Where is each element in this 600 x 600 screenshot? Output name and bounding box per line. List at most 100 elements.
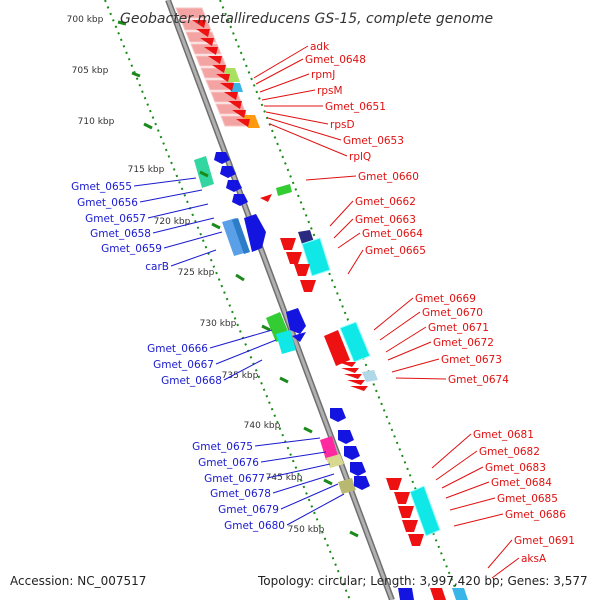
plus-gene-label[interactable]: aksA <box>521 553 547 565</box>
plus-leader-line <box>261 89 316 101</box>
kbp-tick-label: 715 kbp <box>128 165 165 175</box>
gene-feature-plus <box>324 330 350 366</box>
gene-feature-minus <box>244 214 266 252</box>
minus-leader-line <box>147 203 209 219</box>
minus-leader-line <box>163 231 223 249</box>
minus-leader-line <box>152 217 215 234</box>
plus-gene-label[interactable]: Gmet_0653 <box>343 135 404 147</box>
plus-gene-label[interactable]: Gmet_0669 <box>415 293 476 305</box>
minus-gene-label[interactable]: Gmet_0680 <box>224 520 285 532</box>
plus-gene-label[interactable]: Gmet_0670 <box>422 307 483 319</box>
plus-leader-line <box>491 557 520 579</box>
plus-gene-label[interactable]: rpsD <box>330 119 355 131</box>
minus-gene-label[interactable]: Gmet_0666 <box>147 343 208 355</box>
plus-gene-label[interactable]: Gmet_0683 <box>485 462 546 474</box>
gene-feature-plus <box>200 38 214 46</box>
gene-feature-plus <box>232 110 246 118</box>
plus-leader-line <box>431 433 472 469</box>
gene-feature-minus <box>232 194 248 206</box>
kbp-tick-mark <box>323 478 333 486</box>
minus-gene-label[interactable]: Gmet_0677 <box>204 473 265 485</box>
kbp-tick-label: 725 kbp <box>178 268 215 278</box>
minus-gene-label[interactable]: carB <box>145 261 169 273</box>
gene-feature-plus <box>220 83 234 91</box>
gene-feature-minus <box>350 462 366 476</box>
genome-title: Geobacter metallireducens GS-15, complet… <box>120 11 493 27</box>
backbone <box>166 0 394 600</box>
plus-gene-label[interactable]: Gmet_0671 <box>428 322 489 334</box>
plus-gene-label[interactable]: Gmet_0660 <box>358 171 419 183</box>
kbp-tick-label: 730 kbp <box>200 319 237 329</box>
plus-leader-line <box>435 450 478 481</box>
minus-gene-label[interactable]: Gmet_0659 <box>101 243 162 255</box>
gene-feature-minus <box>232 218 250 254</box>
minus-gene-label[interactable]: Gmet_0679 <box>218 504 279 516</box>
minus-leader-line <box>254 437 321 447</box>
kbp-tick-label: 710 kbp <box>78 117 115 127</box>
gene-features <box>175 7 468 600</box>
plus-gene-label[interactable]: Gmet_0662 <box>355 196 416 208</box>
kbp-tick-label: 740 kbp <box>244 421 281 431</box>
plus-leader-line <box>395 377 447 380</box>
tick-rail-right <box>219 0 461 600</box>
plus-gene-label[interactable]: Gmet_0686 <box>505 509 566 521</box>
plus-gene-label[interactable]: Gmet_0672 <box>433 337 494 349</box>
minus-gene-label[interactable]: Gmet_0656 <box>77 197 138 209</box>
plus-gene-label[interactable]: Gmet_0673 <box>441 354 502 366</box>
plus-gene-label[interactable]: rpmJ <box>311 69 335 81</box>
plus-gene-label[interactable]: Gmet_0681 <box>473 429 534 441</box>
plus-leader-line <box>373 297 414 331</box>
plus-leader-line <box>329 200 354 227</box>
kbp-tick-mark <box>143 122 153 130</box>
gene-feature-plus <box>260 194 272 202</box>
kbp-tick-mark <box>117 20 127 26</box>
plus-gene-label[interactable]: Gmet_0665 <box>365 245 426 257</box>
tick-rail-left <box>104 0 351 600</box>
gene-feature-plus <box>216 74 230 82</box>
plus-leader-line <box>259 73 310 93</box>
plus-gene-label[interactable]: Gmet_0663 <box>355 214 416 226</box>
plus-leader-line <box>255 58 304 85</box>
plus-gene-label[interactable]: rpsM <box>317 85 343 97</box>
label-leaders <box>133 45 520 579</box>
minus-gene-label[interactable]: Gmet_0676 <box>198 457 259 469</box>
plus-gene-label[interactable]: Gmet_0648 <box>305 54 366 66</box>
gene-feature-minus <box>344 446 360 460</box>
gene-feature-minus <box>220 166 236 178</box>
kbp-tick-label: 735 kbp <box>222 371 259 381</box>
plus-gene-label[interactable]: adk <box>310 41 330 53</box>
plus-leader-line <box>267 117 342 141</box>
gene-feature-plus <box>344 374 362 379</box>
minus-gene-label[interactable]: Gmet_0667 <box>153 359 214 371</box>
gene-feature-minus <box>338 430 354 444</box>
plus-gene-label[interactable]: Gmet_0682 <box>479 446 540 458</box>
kbp-tick-mark <box>211 222 221 230</box>
plus-gene-label[interactable]: Gmet_0674 <box>448 374 509 386</box>
minus-leader-line <box>139 189 203 203</box>
topology-text: Topology: circular; Length: 3,997,420 bp… <box>258 574 588 588</box>
plus-gene-label[interactable]: Gmet_0691 <box>514 535 575 547</box>
minus-gene-label[interactable]: Gmet_0657 <box>85 213 146 225</box>
gene-feature-plus <box>347 380 365 385</box>
plus-gene-label[interactable]: Gmet_0651 <box>325 101 386 113</box>
plus-gene-label[interactable]: rplQ <box>349 151 371 163</box>
plus-leader-line <box>387 341 432 361</box>
minus-gene-label[interactable]: Gmet_0668 <box>161 375 222 387</box>
minus-gene-label[interactable]: Gmet_0655 <box>71 181 132 193</box>
plus-gene-label[interactable]: Gmet_0664 <box>362 228 423 240</box>
gene-feature-plus <box>276 184 292 196</box>
kbp-tick-label: 720 kbp <box>154 217 191 227</box>
plus-leader-line <box>449 497 496 511</box>
gene-feature-plus <box>409 485 441 537</box>
kbp-tick-mark <box>199 170 209 178</box>
minus-gene-label[interactable]: Gmet_0675 <box>192 441 253 453</box>
minus-gene-label[interactable]: Gmet_0658 <box>90 228 151 240</box>
minus-leader-line <box>260 451 327 463</box>
gene-feature-plus <box>236 119 250 127</box>
plus-gene-label[interactable]: Gmet_0684 <box>491 477 552 489</box>
gene-feature-minus <box>226 180 242 192</box>
minus-gene-label[interactable]: Gmet_0678 <box>210 488 271 500</box>
plus-gene-label[interactable]: Gmet_0685 <box>497 493 558 505</box>
